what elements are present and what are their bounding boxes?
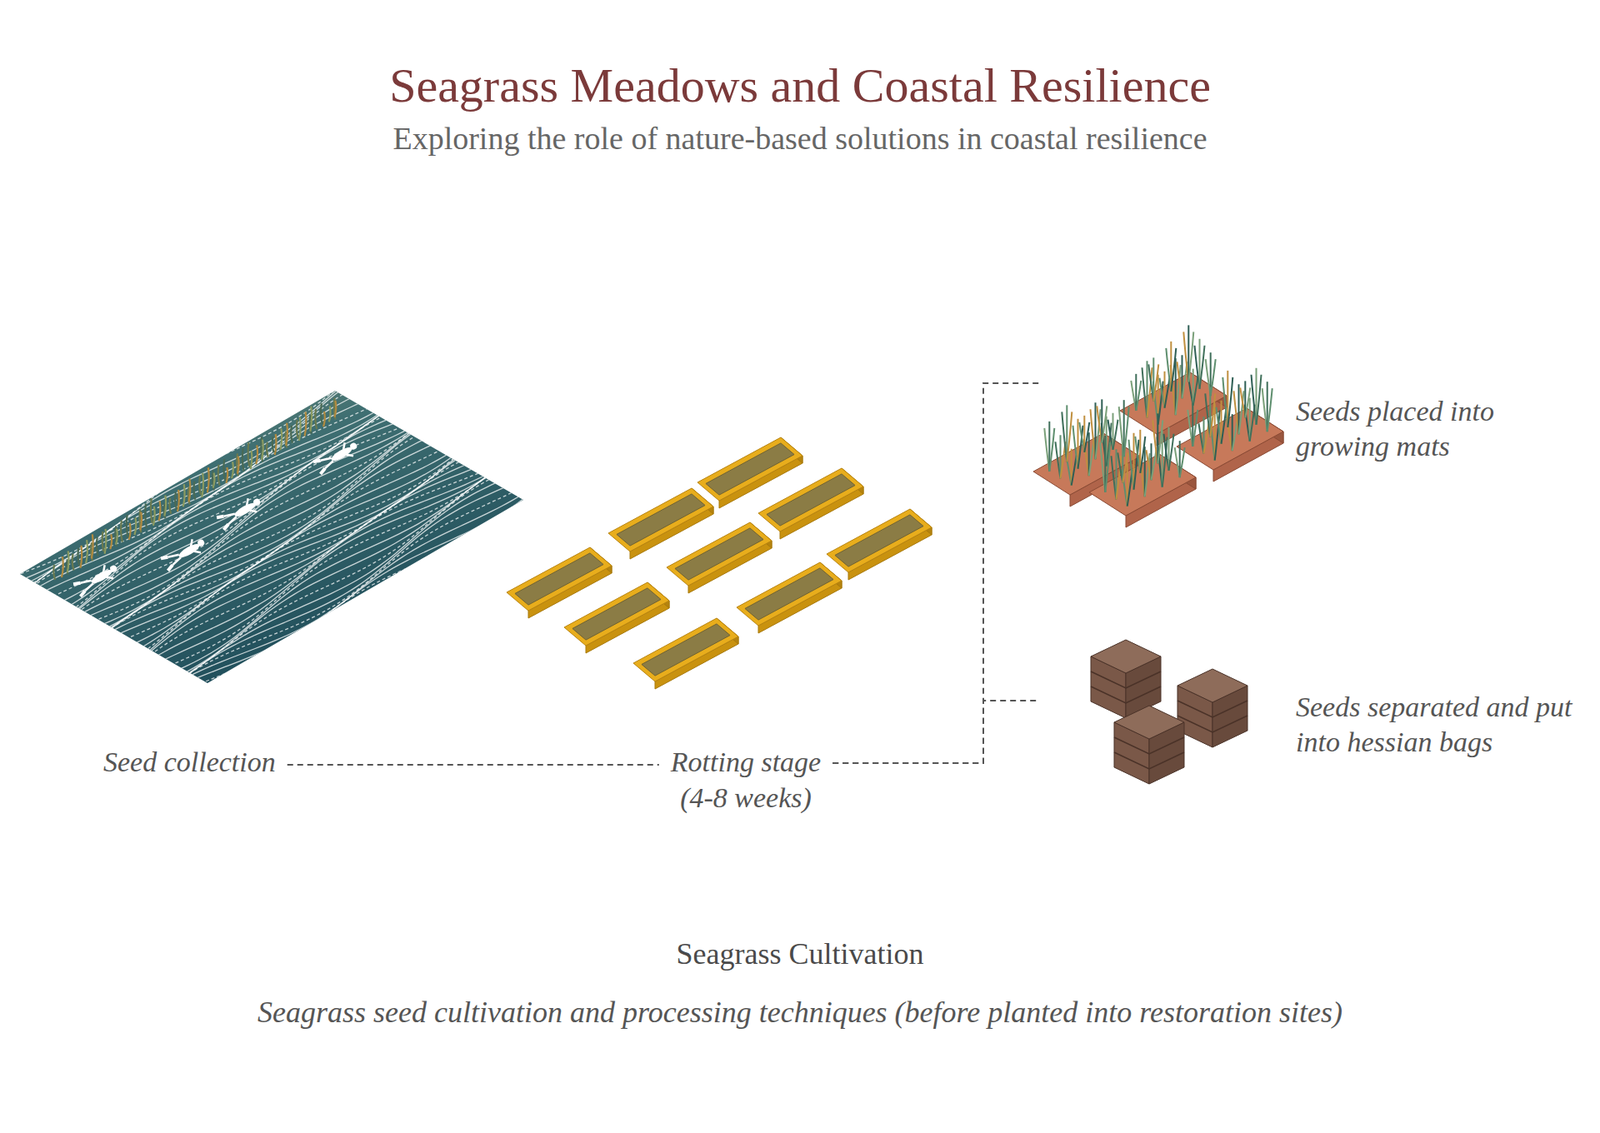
process-step: Seed collection xyxy=(98,741,281,785)
step-label: Seed collection xyxy=(103,745,276,781)
process-stage: Rotting stage(4-8 weeks) xyxy=(665,741,826,820)
step-label: Rotting stage xyxy=(670,745,821,781)
growing-mat xyxy=(1120,325,1227,446)
rotting-tray xyxy=(608,488,714,560)
water-waves xyxy=(0,369,550,698)
diagram-title: Seagrass Meadows and Coastal Resilience xyxy=(0,56,1600,115)
growing-mat xyxy=(1089,413,1196,528)
rotting-tray xyxy=(506,547,612,619)
subtitle: Exploring the role of nature-based solut… xyxy=(0,120,1600,159)
duration-note: (4-8 weeks) xyxy=(670,780,821,817)
rotting-tray xyxy=(564,582,670,654)
step-label: Seeds placed into growing mats xyxy=(1295,394,1580,465)
hessian-bag xyxy=(1177,669,1248,748)
rotting-tray xyxy=(633,618,739,690)
dashed-connector xyxy=(832,700,1040,764)
diver-figure xyxy=(313,438,361,475)
hessian-bag xyxy=(1114,705,1185,785)
rotting-tray xyxy=(826,509,932,580)
section-heading: Seagrass Cultivation xyxy=(0,936,1600,973)
process-step: Seeds placed into growing mats xyxy=(1039,333,1585,525)
rotting-tray xyxy=(736,562,842,634)
diagram-caption: Seagrass seed cultivation and processing… xyxy=(0,995,1600,1031)
water-plane xyxy=(20,390,524,684)
rotting-tray xyxy=(758,468,864,540)
diver-figure xyxy=(73,560,121,598)
dashed-connector xyxy=(832,383,1040,764)
step-label: Seeds separated and put into hessian bag… xyxy=(1295,690,1580,761)
diver-figure xyxy=(160,535,209,572)
rotting-tray xyxy=(666,522,772,594)
diver-figure xyxy=(216,494,265,531)
process-step: Seeds separated and put into hessian bag… xyxy=(1039,650,1585,800)
growing-mat xyxy=(1176,368,1284,482)
dashed-connector xyxy=(287,764,660,766)
